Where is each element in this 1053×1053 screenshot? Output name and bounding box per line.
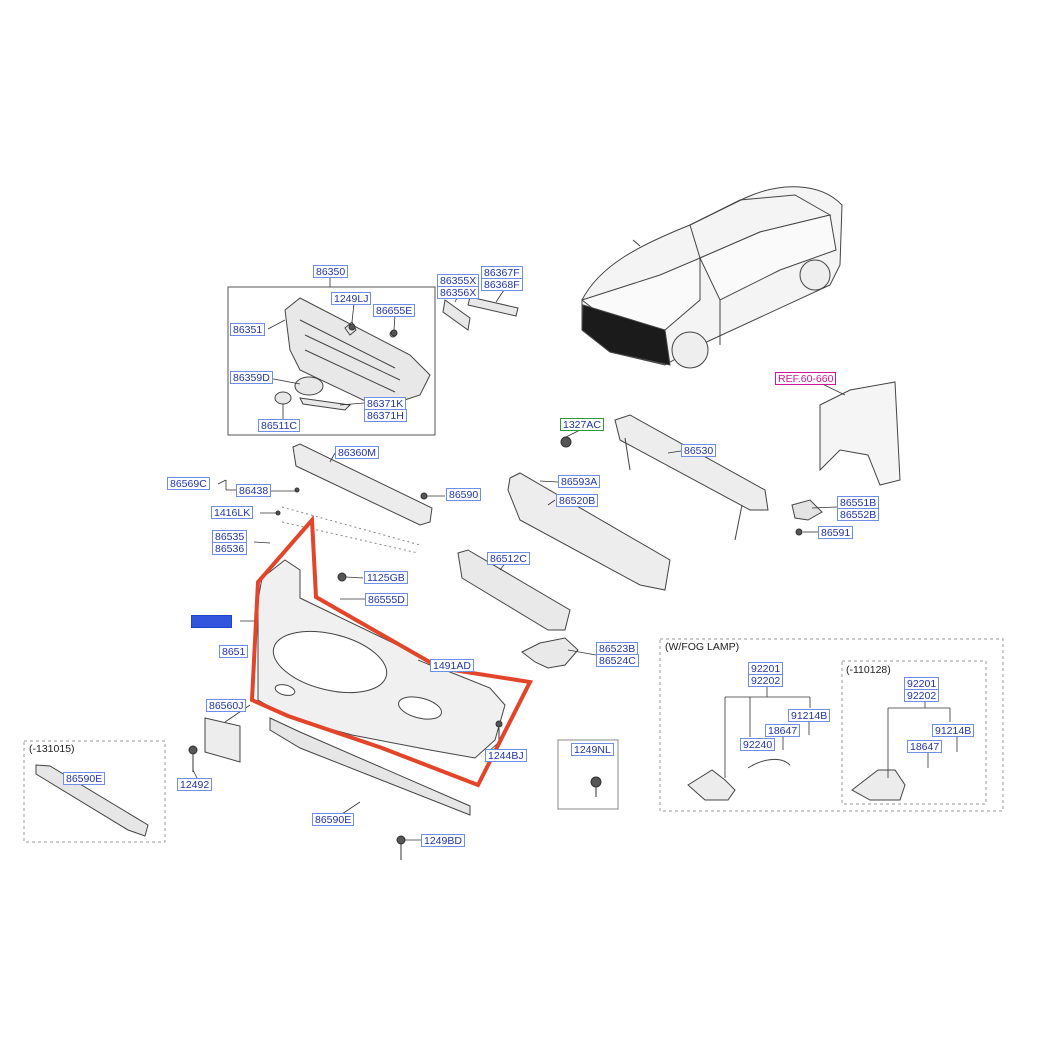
part-label-86655e[interactable]: 86655E [373,304,416,317]
part-label-86593a[interactable]: 86593A [558,475,601,488]
part-label-86512c[interactable]: 86512C [487,552,530,565]
part-label-1249lj[interactable]: 1249LJ [331,292,372,305]
grille-assembly-frame [227,286,436,436]
part-label-1327ac[interactable]: 1327AC [560,418,604,431]
part-label-86552b[interactable]: 86552B [837,508,880,521]
part-label-91214b-fog[interactable]: 91214B [788,709,831,722]
part-label-86351[interactable]: 86351 [230,323,266,336]
bumper-highlight-outline [249,514,534,788]
clip-box-1249nl [557,739,619,810]
part-label-86360m[interactable]: 86360M [335,446,379,459]
part-label-18647-fog[interactable]: 18647 [765,724,801,737]
caption-variant-110128: (-110128) [846,664,891,676]
part-label-92202-fog[interactable]: 92202 [748,674,784,687]
part-label-86511a-selected[interactable]: 86511A [191,615,233,628]
variant-box-131015 [23,740,166,843]
part-label-1249bd[interactable]: 1249BD [421,834,465,847]
part-label-86356x[interactable]: 86356X [437,286,480,299]
variant-box-110128 [841,660,987,805]
part-label-86359d[interactable]: 86359D [230,371,273,384]
part-label-86590e-variant[interactable]: 86590E [63,772,106,785]
car-illustration [580,186,843,369]
part-label-86511c[interactable]: 86511C [258,419,301,432]
reference-label-fender[interactable]: REF.60-660 [775,372,837,385]
grille-parts [274,296,519,411]
caption-fog-lamp: (W/FOG LAMP) [665,641,740,653]
part-label-86560j[interactable]: 86560J [206,699,247,712]
part-label-86371k[interactable]: 86371K [364,397,407,410]
part-label-86524c[interactable]: 86524C [596,654,639,667]
part-label-86590e[interactable]: 86590E [312,813,355,826]
lower-spoiler-shape [269,717,471,816]
part-label-92240[interactable]: 92240 [740,738,776,751]
part-label-18647-variant[interactable]: 18647 [907,740,943,753]
fog-cover-shape [521,637,579,669]
part-label-1244bj[interactable]: 1244BJ [485,749,527,762]
part-label-86555d[interactable]: 86555D [365,593,408,606]
part-label-86520b[interactable]: 86520B [556,494,599,507]
part-label-86368f[interactable]: 86368F [481,278,523,291]
upper-moulding-shape [292,443,433,526]
part-label-92202-variant[interactable]: 92202 [904,689,940,702]
caption-variant-131015: (-131015) [29,743,75,755]
fog-lamp-box [659,638,1004,812]
part-label-1249nl[interactable]: 1249NL [571,743,614,756]
part-label-1491ad[interactable]: 1491AD [430,659,474,672]
part-label-86350[interactable]: 86350 [313,265,349,278]
part-label-12492[interactable]: 12492 [177,778,213,791]
absorber-shape [507,472,671,591]
part-label-86536[interactable]: 86536 [212,542,248,555]
part-label-1125gb[interactable]: 1125GB [364,571,408,584]
license-bracket-shape [204,717,241,763]
beam-shape [614,414,769,511]
part-label-86530[interactable]: 86530 [681,444,717,457]
part-label-91214b-variant[interactable]: 91214B [932,724,975,737]
lower-grille-shape [457,549,571,631]
part-label-86535[interactable]: 86535 [212,530,248,543]
part-label-86371h[interactable]: 86371H [364,409,407,422]
part-label-86438[interactable]: 86438 [236,484,272,497]
part-label-8651[interactable]: 8651 [219,645,249,658]
fender-shape [819,381,901,486]
part-label-86591[interactable]: 86591 [818,526,854,539]
part-label-86569c[interactable]: 86569C [167,477,210,490]
part-label-1416lk[interactable]: 1416LK [211,506,254,519]
part-label-86590[interactable]: 86590 [446,488,482,501]
